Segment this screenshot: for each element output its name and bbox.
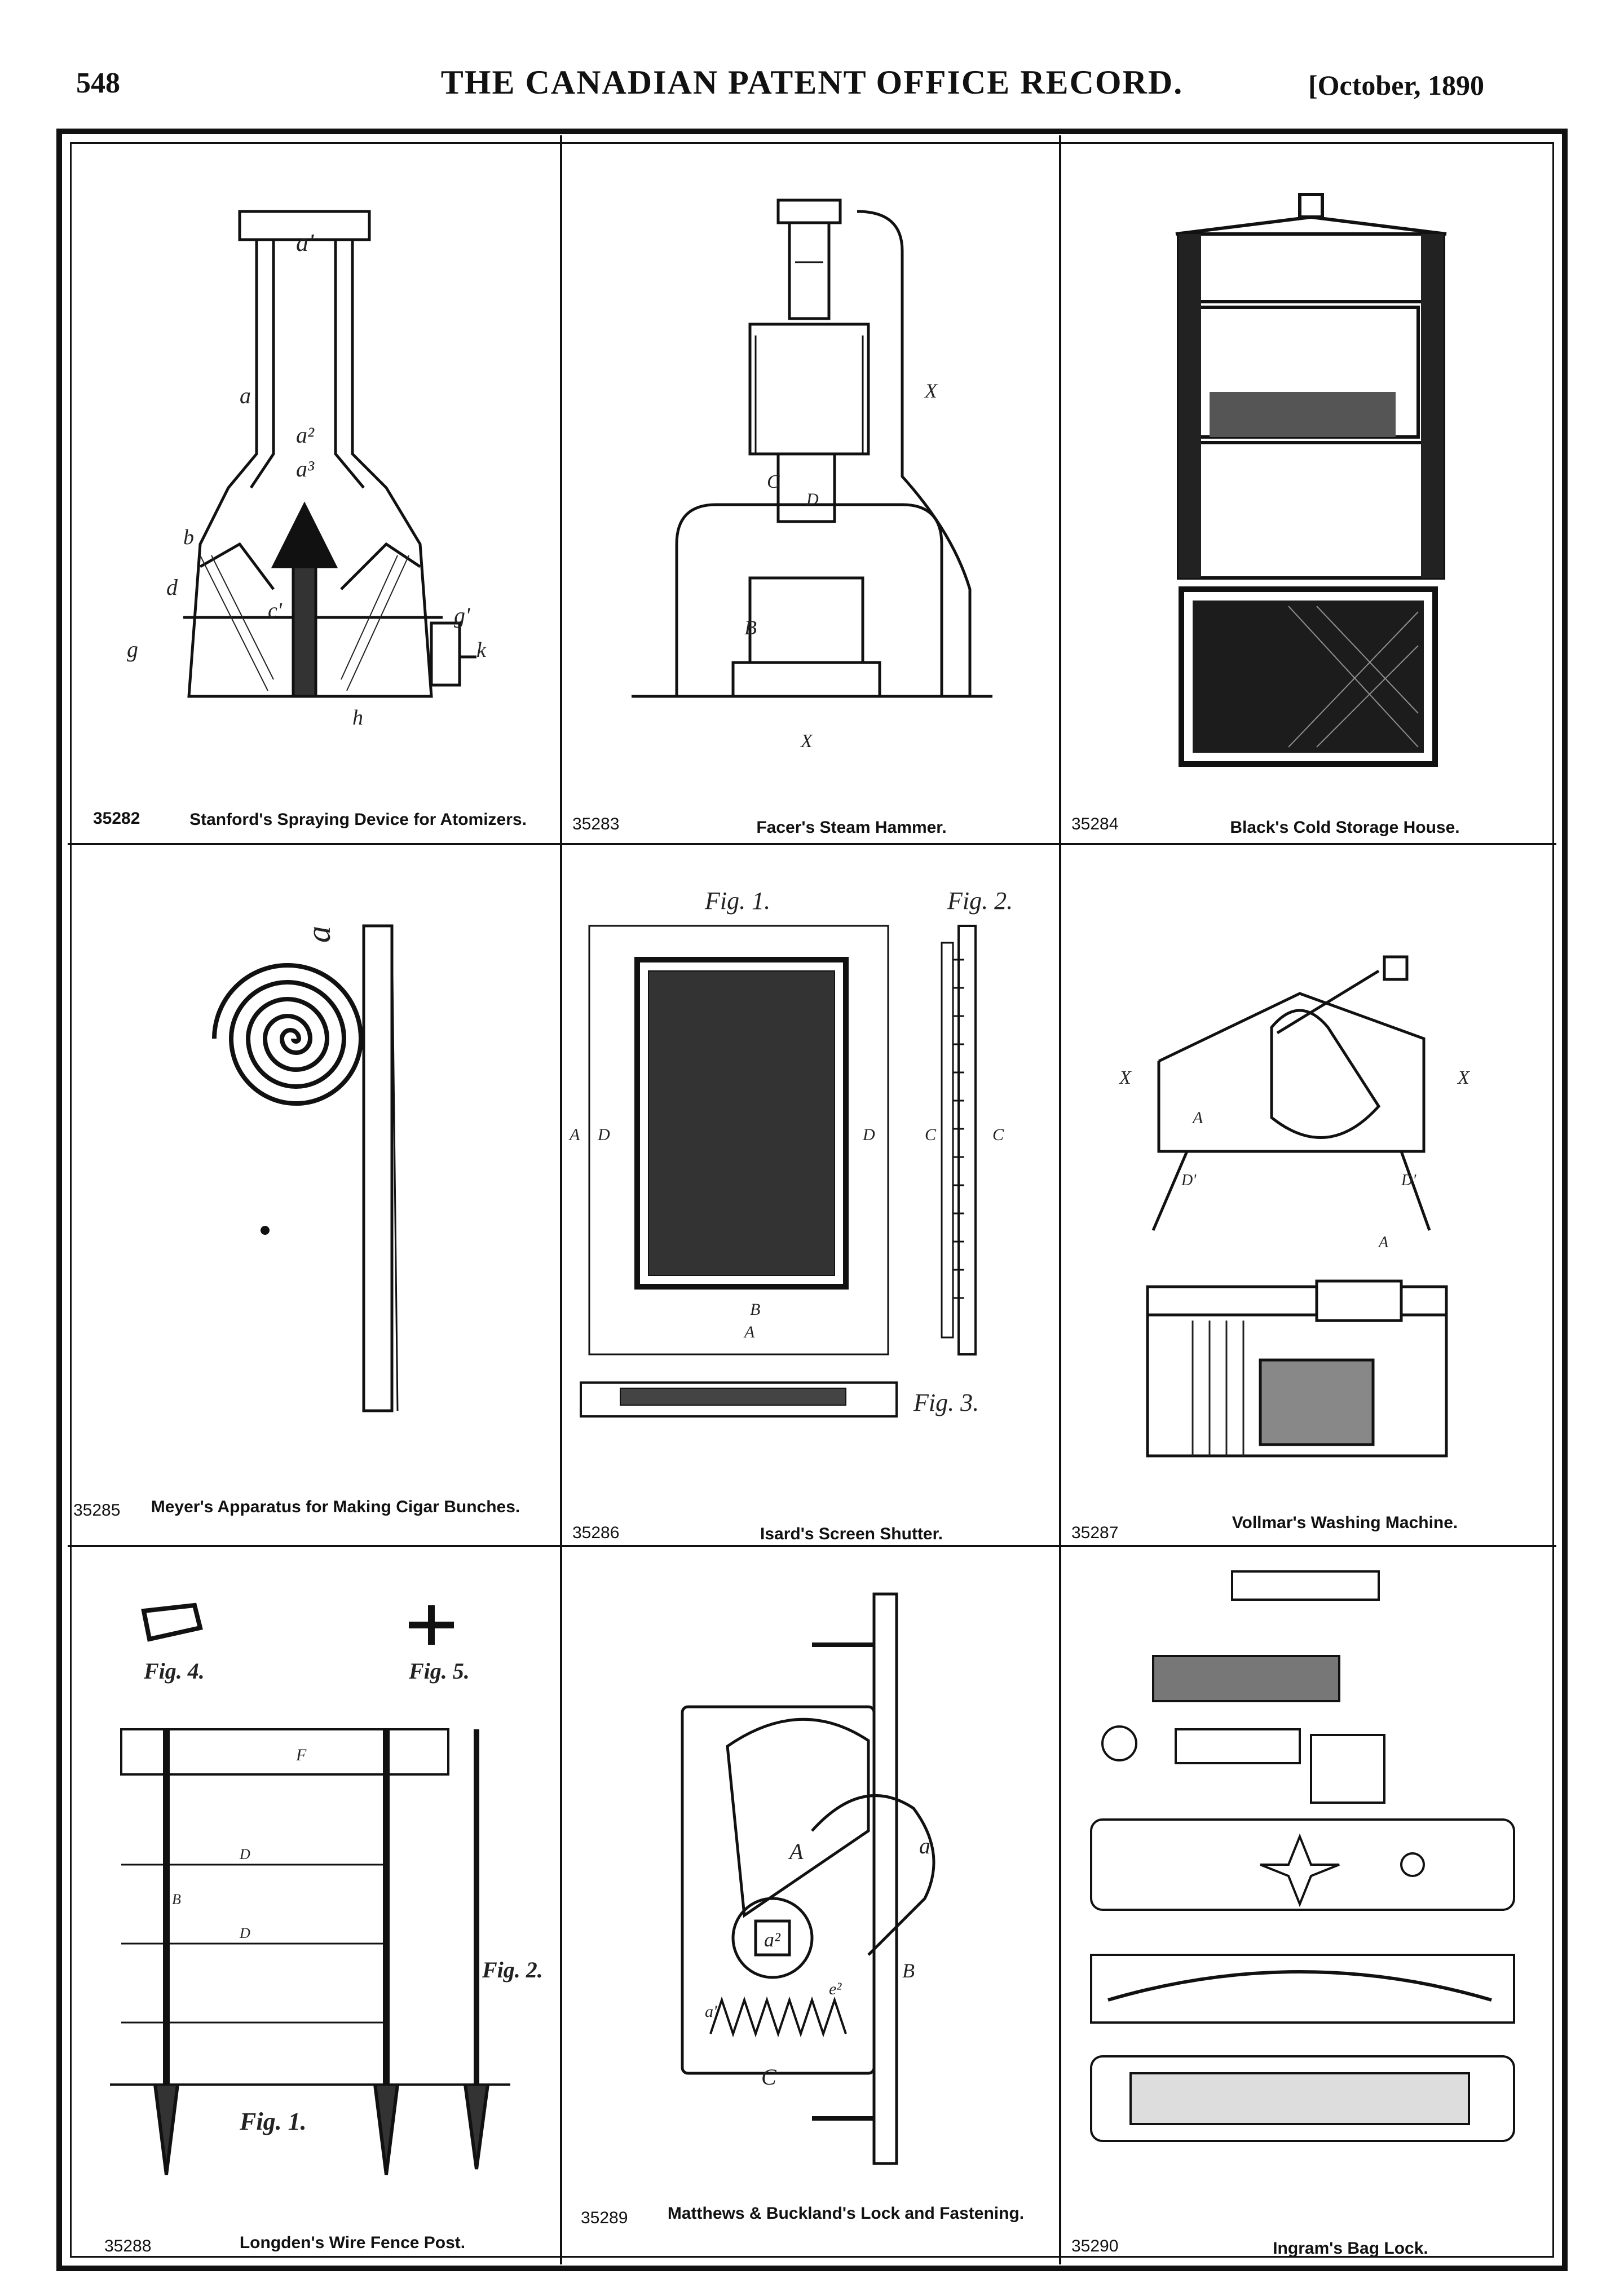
svg-text:X: X	[1118, 1067, 1132, 1088]
patent-caption: Facer's Steam Hammer.	[756, 818, 947, 837]
patent-cell-washing-machine: X X A D' D' A 35287 Vollmar's Washing Ma…	[1063, 847, 1554, 1544]
patent-cell-wire-fence-post: Fig. 4. Fig. 5. Fig. 2. Fig. 1. F D D B …	[70, 1549, 558, 2265]
patent-caption: Matthews & Buckland's Lock and Fastening…	[667, 2204, 1025, 2223]
row-divider-1	[68, 843, 1556, 845]
svg-text:e²: e²	[829, 1980, 842, 1998]
patent-number: 35289	[581, 2209, 628, 2227]
patent-number: 35285	[73, 1501, 121, 1520]
svg-text:X: X	[1457, 1067, 1470, 1088]
patent-caption: Stanford's Spraying Device for Atomizers…	[189, 810, 527, 829]
svg-text:F: F	[295, 1746, 307, 1764]
svg-text:k: k	[476, 638, 487, 662]
svg-text:D': D'	[1401, 1172, 1416, 1189]
patent-cell-lock-fastening: A a a² B C a' e² 35289 Matthews & Buckla…	[564, 1549, 1057, 2265]
patent-number: 35286	[572, 1524, 620, 1542]
svg-text:X: X	[800, 731, 813, 752]
fig-2-label: Fig. 2.	[947, 887, 1013, 915]
screen-shutter-drawing: Fig. 1. Fig. 2. Fig. 3. A D D A B C C	[568, 887, 1013, 1418]
patent-number: 35282	[93, 809, 140, 828]
fig-1-label: Fig. 1.	[704, 887, 770, 915]
svg-text:D': D'	[1181, 1172, 1197, 1189]
svg-text:b: b	[183, 526, 194, 549]
fig-1-label: Fig. 1.	[239, 2108, 307, 2135]
fig-5-label: Fig. 5.	[408, 1658, 470, 1684]
svg-text:A: A	[1378, 1234, 1389, 1251]
svg-text:g': g'	[454, 603, 471, 628]
svg-text:A: A	[788, 1839, 804, 1864]
patent-cell-screen-shutter: Fig. 1. Fig. 2. Fig. 3. A D D A B C C 35…	[564, 847, 1057, 1544]
svg-text:a²: a²	[764, 1928, 781, 1951]
svg-text:d: d	[166, 575, 178, 600]
patent-caption: Meyer's Apparatus for Making Cigar Bunch…	[151, 1498, 520, 1516]
issue-date: [October, 1890	[1308, 69, 1484, 101]
patent-number: 35283	[572, 815, 620, 833]
patent-number: 35287	[1071, 1524, 1119, 1542]
patent-cell-atomizer: a' a a² a³ b d g g' k c' h 35282 Stanfor…	[70, 138, 558, 842]
row-divider-2	[68, 1545, 1556, 1547]
patent-number: 35284	[1071, 815, 1119, 833]
svg-text:A: A	[743, 1323, 755, 1341]
bag-lock-drawing	[1090, 1570, 1515, 2142]
fig-2-label: Fig. 2.	[482, 1957, 543, 1982]
svg-text:h: h	[352, 706, 363, 730]
fig-3-label: Fig. 3.	[913, 1389, 979, 1416]
svg-text:a: a	[240, 383, 251, 408]
plates-frame	[56, 129, 1568, 2271]
patent-caption: Vollmar's Washing Machine.	[1232, 1513, 1458, 1532]
patent-caption: Longden's Wire Fence Post.	[239, 2233, 466, 2252]
svg-text:a³: a³	[296, 456, 315, 482]
svg-text:a: a	[300, 926, 337, 943]
svg-text:g: g	[127, 637, 138, 662]
svg-text:A: A	[1191, 1109, 1203, 1127]
svg-text:C: C	[925, 1125, 937, 1144]
svg-text:B: B	[902, 1959, 915, 1982]
washing-machine-drawing: X X A D' D' A	[1118, 955, 1470, 1458]
patent-cell-cold-storage: 35284 Black's Cold Storage House.	[1063, 138, 1554, 842]
cold-storage-drawing	[1175, 193, 1447, 767]
svg-text:B: B	[172, 1891, 181, 1908]
svg-text:c': c'	[268, 599, 283, 622]
svg-text:a²: a²	[296, 422, 315, 448]
svg-text:D: D	[239, 1846, 250, 1862]
steam-hammer-drawing: X X C D B	[632, 198, 992, 752]
svg-text:X: X	[924, 379, 938, 402]
svg-text:C: C	[761, 2064, 777, 2090]
cigar-apparatus-drawing: a	[212, 924, 399, 1412]
plates-frame-inner	[70, 142, 1554, 2258]
patent-number: 35290	[1071, 2237, 1119, 2255]
svg-text:B: B	[750, 1300, 760, 1319]
svg-text:D: D	[239, 1925, 250, 1941]
fig-4-label: Fig. 4.	[143, 1658, 205, 1684]
patent-cell-cigar-bunches: a 35285 Meyer's Apparatus for Making Cig…	[70, 847, 558, 1544]
svg-text:a': a'	[296, 229, 315, 257]
svg-text:D: D	[597, 1125, 610, 1144]
fence-post-drawing: Fig. 4. Fig. 5. Fig. 2. Fig. 1. F D D B	[110, 1602, 543, 2175]
column-divider-1	[560, 135, 562, 2264]
patent-caption: Ingram's Bag Lock.	[1273, 2239, 1428, 2258]
svg-text:D: D	[806, 490, 819, 509]
page-header: 548 THE CANADIAN PATENT OFFICE RECORD. […	[0, 0, 1624, 135]
lock-fastening-drawing: A a a² B C a' e²	[681, 1592, 935, 2165]
patent-number: 35288	[104, 2237, 152, 2255]
page-number: 548	[76, 67, 120, 99]
svg-text:D: D	[862, 1125, 875, 1144]
svg-text:a': a'	[705, 2002, 717, 2021]
atomizer-drawing: a' a a² a³ b d g g' k c' h	[127, 210, 487, 730]
patent-caption: Black's Cold Storage House.	[1230, 818, 1460, 837]
publication-title: THE CANADIAN PATENT OFFICE RECORD.	[440, 64, 1184, 101]
svg-text:a: a	[919, 1833, 930, 1858]
svg-text:C: C	[767, 471, 780, 492]
svg-text:B: B	[744, 616, 757, 639]
patent-cell-bag-lock: 35290 Ingram's Bag Lock.	[1063, 1549, 1554, 2265]
svg-text:C: C	[992, 1125, 1004, 1144]
patent-caption: Isard's Screen Shutter.	[760, 1525, 943, 1543]
column-divider-2	[1059, 135, 1061, 2264]
svg-text:A: A	[568, 1125, 580, 1144]
patent-cell-steam-hammer: X X C D B 35283 Facer's Steam Hammer.	[564, 138, 1057, 842]
